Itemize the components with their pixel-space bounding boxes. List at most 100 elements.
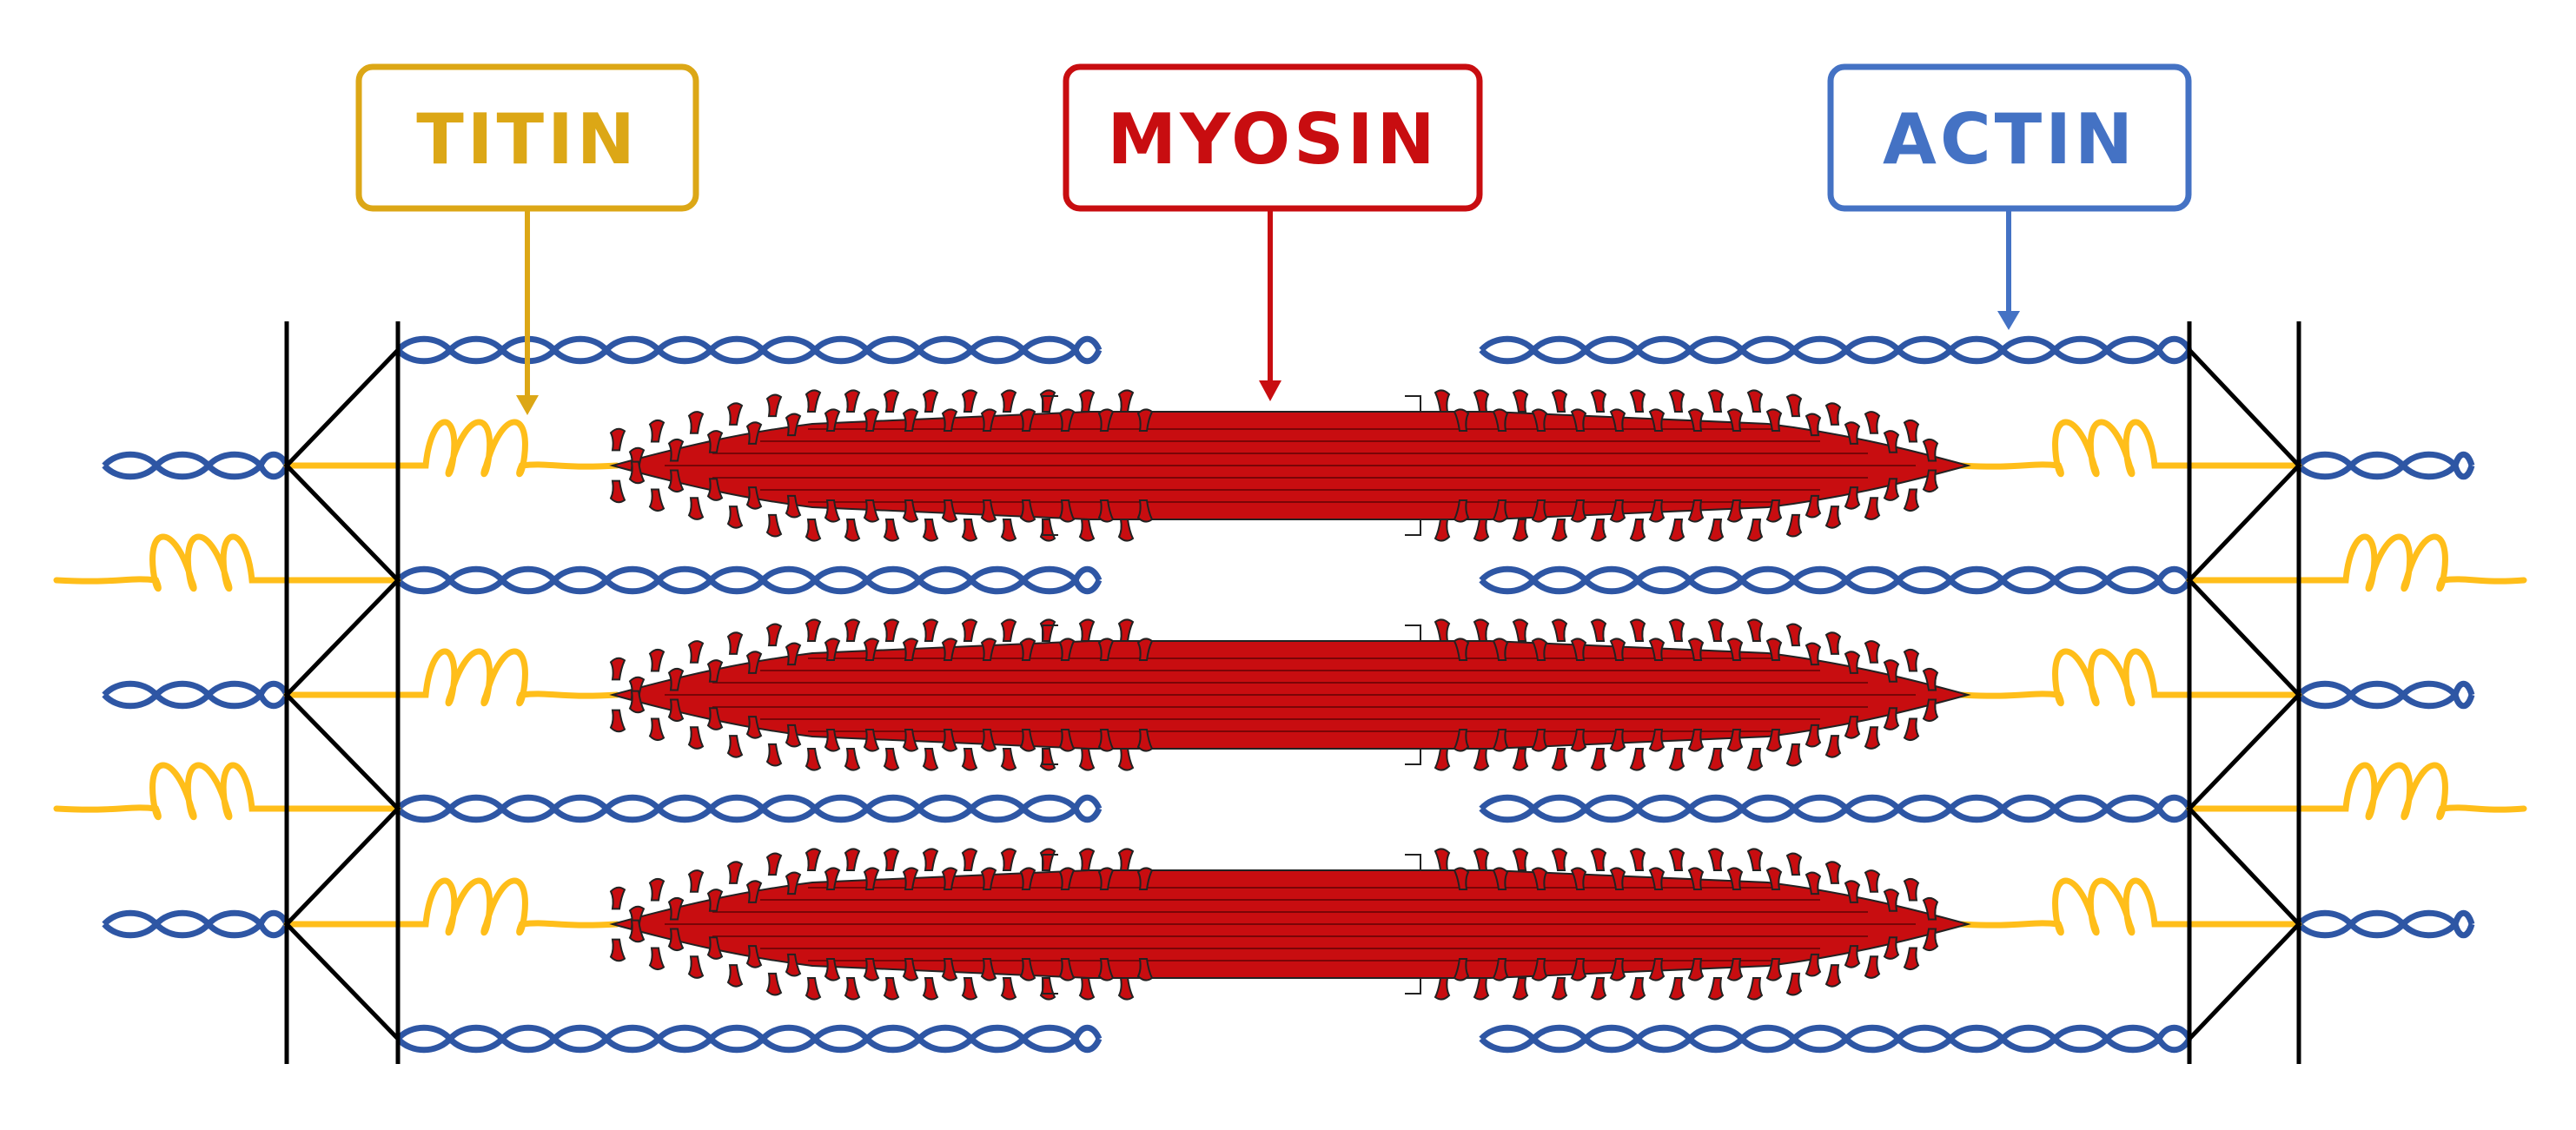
myosin-head [1746,389,1764,413]
myosin-head [628,690,646,714]
myosin-head [1492,638,1509,661]
myosin-head [1492,499,1509,523]
myosin-head [785,642,802,666]
myosin-head [1492,729,1509,752]
myosin-head [1609,867,1626,890]
myosin-head [1531,638,1548,661]
myosin-head [1629,389,1646,413]
myosin-head [706,707,724,730]
myosin-filament [609,389,1971,542]
myosin-head [1590,519,1607,542]
myosin-head [922,519,939,542]
myosin-head [1864,640,1881,664]
myosin-head [1531,867,1548,890]
myosin-head [1746,848,1764,871]
myosin-head [922,848,939,871]
myosin-head [785,724,802,748]
myosin-head [1746,618,1764,642]
myosin-head [1097,408,1115,432]
myosin-head [1746,748,1764,771]
actin-strand [102,909,290,939]
myosin-head [961,848,978,871]
myosin-head [1434,977,1451,1001]
myosin-head [667,469,685,493]
myosin-head [765,513,783,538]
myosin-head [1687,958,1705,981]
myosin-head [805,848,822,871]
myosin-head [902,867,919,890]
myosin-head [1512,618,1529,642]
myosin-head [1136,958,1154,981]
myosin-head [1117,389,1135,413]
myosin-head [667,667,685,691]
myosin-head [1078,748,1096,771]
myosin-head [609,479,626,504]
myosin-head [1453,729,1470,752]
myosin-head [883,389,900,413]
myosin-head [785,413,802,437]
myosin-head [1844,945,1861,968]
myosin-head [1570,867,1587,890]
myosin-head [844,389,861,413]
myosin-head [1136,729,1154,752]
myosin-head [667,438,685,462]
myosin-head [1512,977,1529,1001]
myosin-head [824,408,841,432]
z-line-zigzag [283,348,401,1041]
myosin-head [941,499,958,523]
myosin-head [1922,469,1939,493]
myosin-head [805,389,822,413]
myosin-head [824,638,841,661]
titin-strand [283,877,620,936]
myosin-head [687,869,705,893]
myosin-head [687,411,705,434]
myosin-head [1903,488,1920,512]
myosin-label-text: MYOSIN [1107,99,1438,180]
myosin-head [980,638,997,661]
myosin-head [1492,408,1509,432]
myosin-head [863,867,880,890]
myosin-head [1785,852,1803,876]
titin-label: TITIN [355,63,699,415]
myosin-head [1551,848,1568,871]
myosin-label: MYOSIN [1063,63,1483,401]
myosin-head [1903,947,1920,971]
myosin-head [706,430,724,453]
myosin-head [1668,848,1685,871]
myosin-head [1726,638,1744,661]
myosin-head [765,623,783,647]
myosin-head [1805,953,1822,977]
myosin-head [922,618,939,642]
myosin-head [1668,389,1685,413]
myosin-head [1707,748,1725,771]
myosin-head [1000,618,1017,642]
myosin-head [1434,389,1451,413]
myosin-head [1531,729,1548,752]
myosin-head [922,389,939,413]
myosin-head [1922,928,1939,952]
myosin-head [1805,413,1822,437]
actin-arrowhead [1997,311,2020,330]
myosin-head [1668,748,1685,771]
myosin-head [1629,848,1646,871]
myosin-head [1453,958,1470,981]
myosin-head [1864,726,1881,750]
myosin-head [844,977,861,1001]
myosin-head [1883,889,1900,912]
myosin-filament [609,618,1971,771]
myosin-head [1824,631,1842,655]
myosin-head [1078,977,1096,1001]
myosin-head [1000,848,1017,871]
actin-label: ACTIN [1827,63,2192,330]
myosin-head [1609,499,1626,523]
myosin-head [961,977,978,1001]
myosin-head [706,889,724,912]
myosin-head [1629,748,1646,771]
myosin-head [1531,958,1548,981]
myosin-arrowhead [1259,380,1281,401]
myosin-head [1648,499,1665,523]
myosin-head [1668,519,1685,542]
myosin-head [1883,936,1900,960]
myosin-head [1726,729,1744,752]
myosin-head [1512,519,1529,542]
